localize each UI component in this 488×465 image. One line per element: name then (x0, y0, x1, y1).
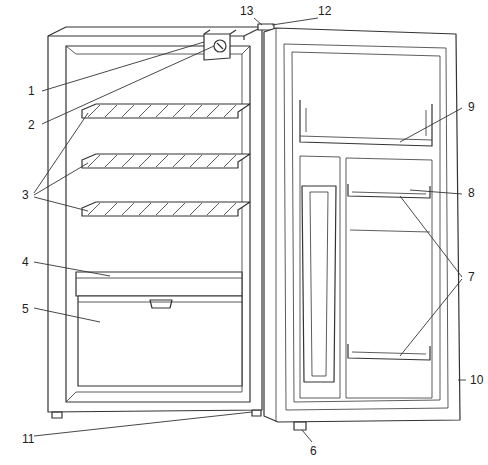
callout-number: 1 (28, 84, 35, 98)
callout-number: 10 (470, 373, 483, 387)
callout-number: 11 (22, 432, 34, 446)
callout-number: 9 (468, 100, 475, 114)
callout-number: 3 (22, 188, 29, 202)
callout-number: 5 (22, 302, 29, 316)
callout-number: 2 (28, 118, 35, 132)
callout-number: 6 (310, 444, 317, 458)
callout-number: 4 (22, 255, 29, 269)
callout-number: 7 (468, 270, 475, 284)
callout-number: 13 (240, 4, 253, 18)
callout-number: 8 (468, 186, 475, 200)
callout-number: 12 (318, 4, 331, 18)
